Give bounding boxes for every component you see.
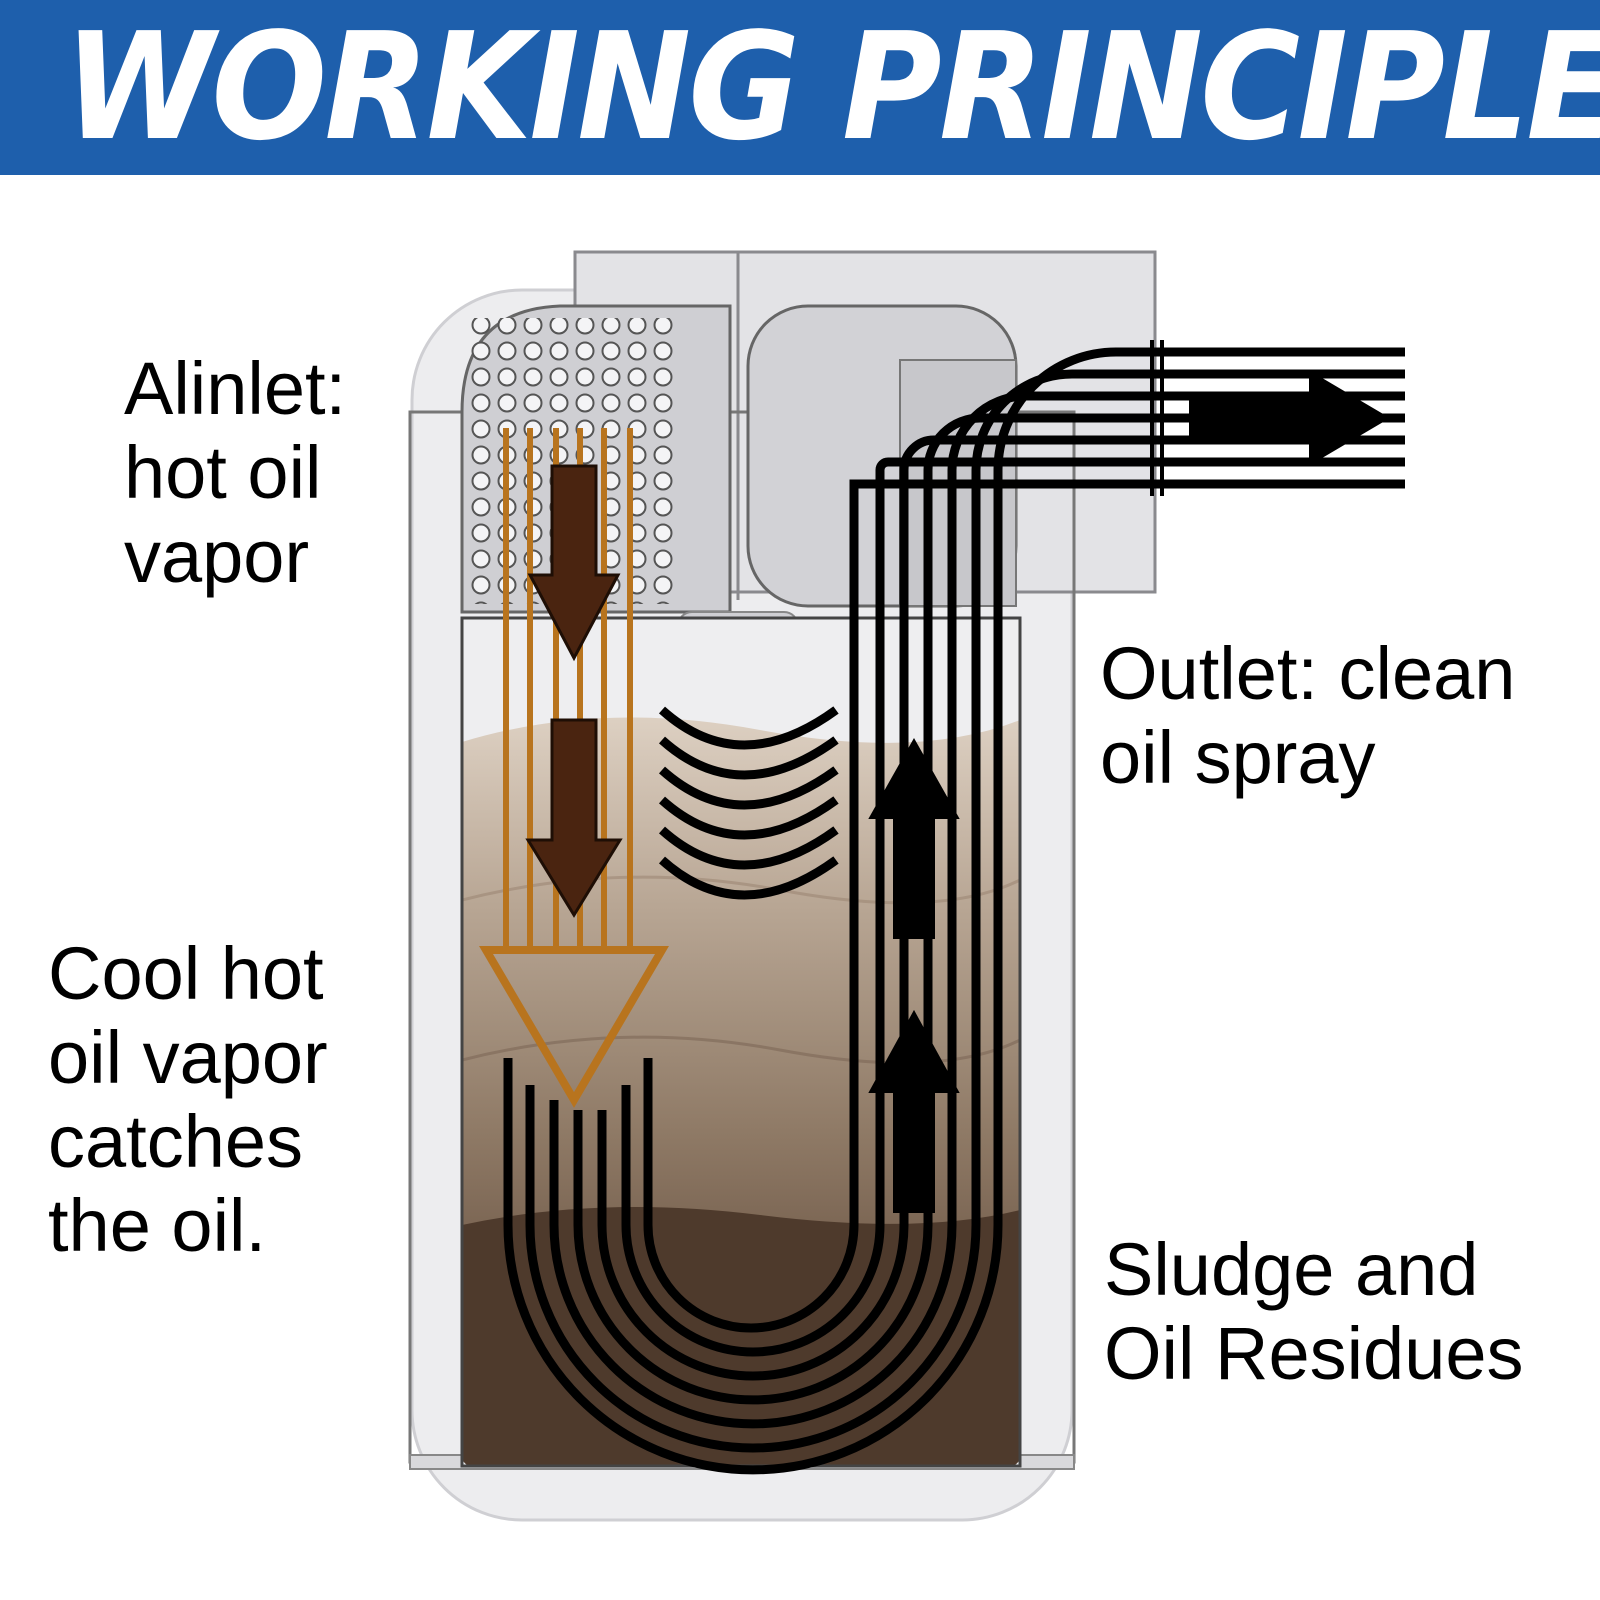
right-arrow-icon — [1189, 370, 1390, 466]
up-arrow-icon — [868, 1009, 960, 1213]
outlet-pipe-bands — [1150, 340, 1164, 496]
inlet-label: Alinlet: hot oil vapor — [124, 347, 346, 599]
inflow-arrows — [525, 464, 623, 918]
sludge-label-line: Sludge and — [1104, 1228, 1479, 1311]
cooling-label-line: Cool hot — [48, 932, 324, 1015]
down-arrow-icon — [527, 464, 621, 662]
inlet-label-line: vapor — [124, 515, 310, 598]
outlet-label-line: Outlet: clean — [1100, 632, 1516, 715]
title-banner: WORKING PRINCIPLE — [0, 0, 1600, 175]
cooling-label-line: the oil. — [48, 1184, 267, 1267]
page-title: WORKING PRINCIPLE — [64, 1, 1600, 173]
cooling-label-line: catches — [48, 1100, 304, 1183]
down-arrow-icon — [525, 718, 623, 918]
outlet-label-line: oil spray — [1100, 716, 1376, 799]
sludge-label: Sludge and Oil Residues — [1104, 1228, 1524, 1396]
u-flow-lines — [503, 347, 1405, 1475]
cooling-label: Cool hot oil vapor catches the oil. — [48, 932, 328, 1268]
inlet-label-line: hot oil — [124, 431, 322, 514]
outflow-arrows — [868, 370, 1390, 1213]
up-arrow-icon — [868, 737, 960, 939]
sludge-label-line: Oil Residues — [1104, 1312, 1524, 1395]
inlet-label-line: Alinlet: — [124, 347, 347, 430]
outlet-label: Outlet: clean oil spray — [1100, 632, 1515, 800]
cooling-label-line: oil vapor — [48, 1016, 328, 1099]
